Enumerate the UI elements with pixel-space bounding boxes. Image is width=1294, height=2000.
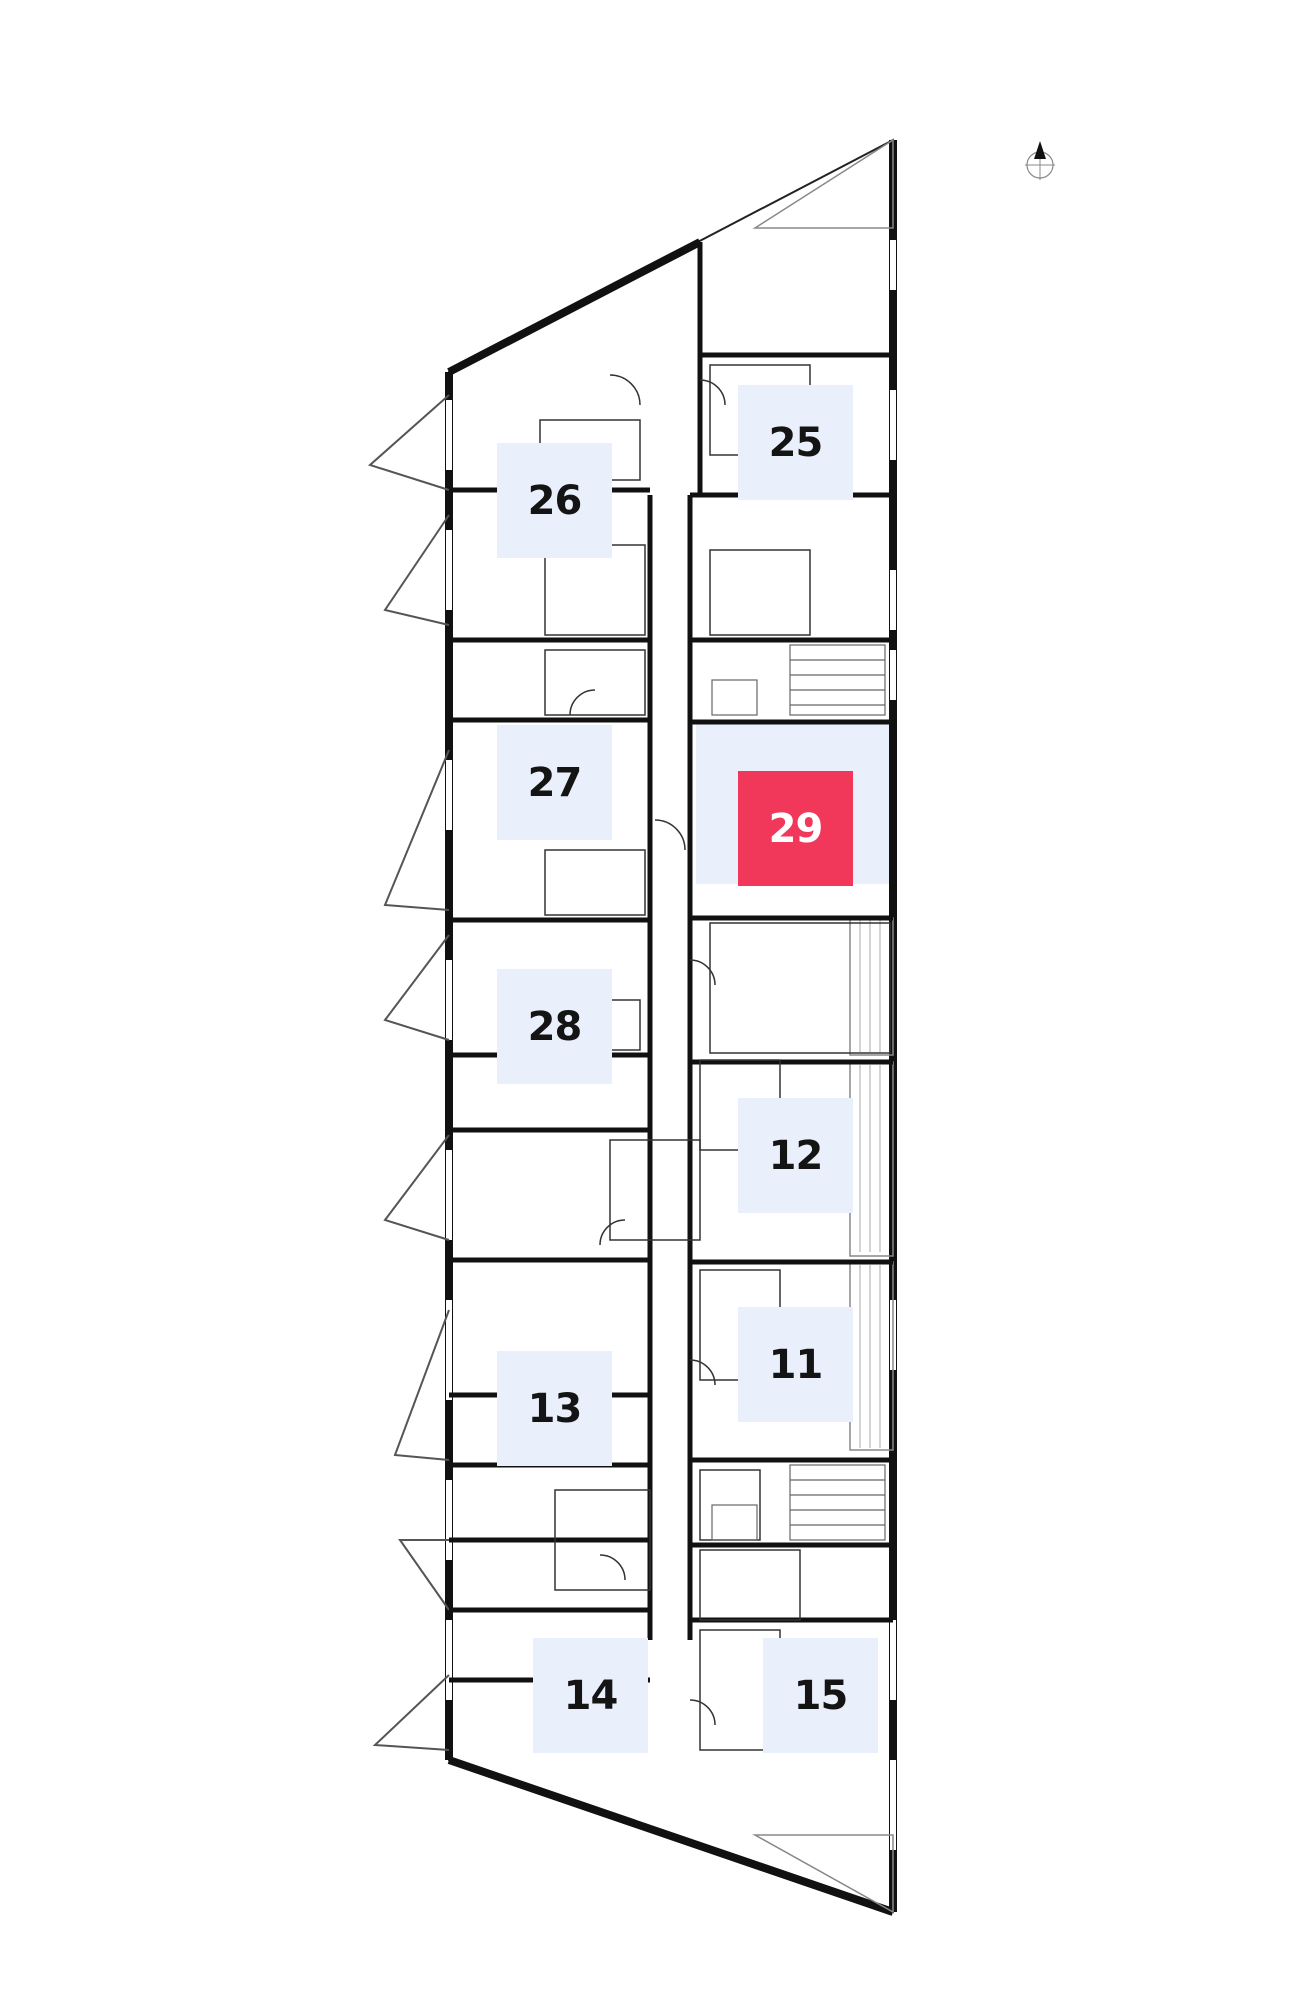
partition-walls-right — [690, 352, 893, 1623]
unit-15[interactable]: 15 — [763, 1638, 878, 1753]
unit-12[interactable]: 12 — [738, 1098, 853, 1213]
north-arrow-icon — [1025, 141, 1055, 180]
unit-26[interactable]: 26 — [497, 443, 612, 558]
unit-25[interactable]: 25 — [738, 385, 853, 500]
unit-11[interactable]: 11 — [738, 1307, 853, 1422]
unit-14[interactable]: 14 — [533, 1638, 648, 1753]
unit-13[interactable]: 13 — [497, 1351, 612, 1466]
unit-29[interactable]: 29 — [738, 771, 853, 886]
balconies-left — [368, 394, 450, 1751]
corridor-walls — [647, 242, 703, 1640]
stair-core-south — [711, 1464, 886, 1541]
stair-core-north — [711, 644, 886, 716]
partition-walls-left — [449, 487, 650, 1683]
unit-28[interactable]: 28 — [497, 969, 612, 1084]
balcony-hatch — [859, 920, 881, 1448]
unit-27[interactable]: 27 — [497, 725, 612, 840]
